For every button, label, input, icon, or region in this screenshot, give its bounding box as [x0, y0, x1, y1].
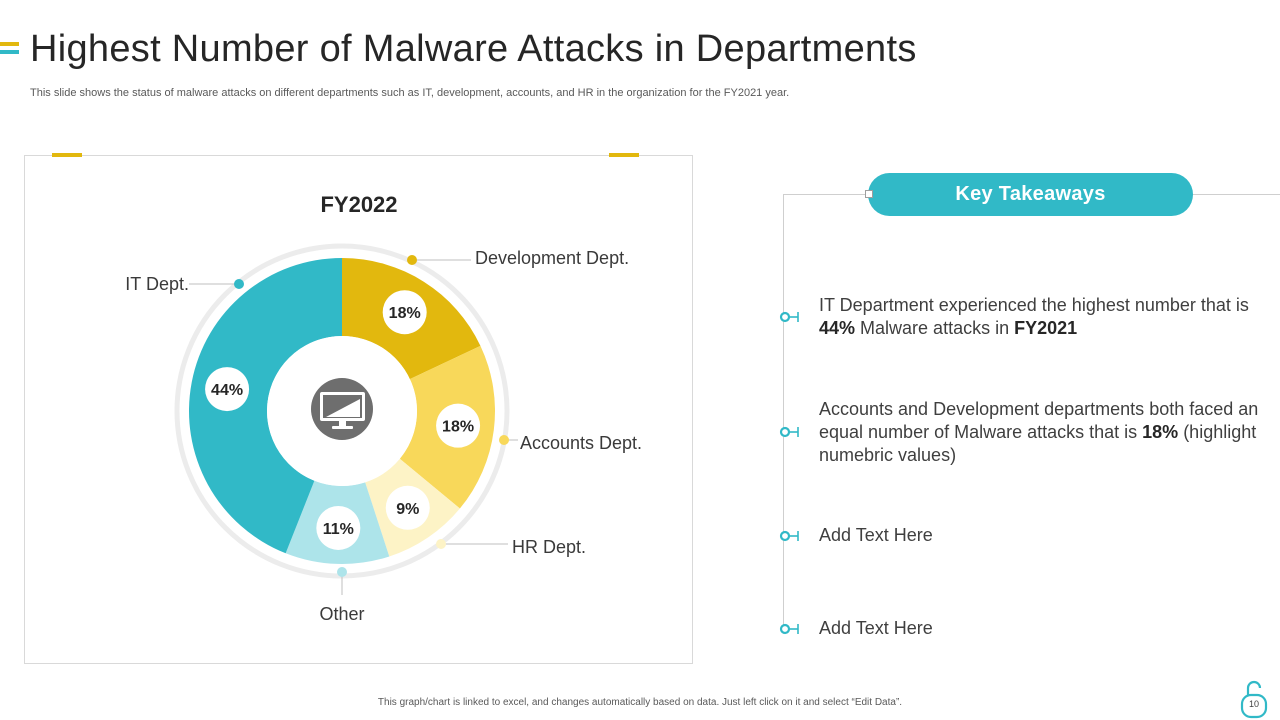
highlight-value: 44%: [819, 318, 856, 338]
timeline-node-icon: [779, 311, 799, 323]
takeaway-text: Accounts and Development departments bot…: [819, 399, 1259, 442]
category-label-development-dept: Development Dept.: [475, 248, 629, 268]
title-accent-bars: [0, 42, 19, 58]
leader-dot-accounts-dept: [499, 435, 509, 445]
category-label-it-dept: IT Dept.: [125, 274, 189, 294]
accent-bar-teal: [0, 50, 19, 54]
takeaway-text: IT Department experienced the highest nu…: [819, 295, 1249, 315]
timeline-node-icon: [779, 530, 799, 542]
category-label-accounts-dept: Accounts Dept.: [520, 433, 642, 453]
value-badge-development-dept: [382, 290, 427, 335]
slice-it-dept[interactable]: [188, 258, 342, 554]
accent-bar-yellow: [0, 42, 19, 46]
chart-title: FY2022: [320, 192, 397, 217]
donut-chart[interactable]: FY2022 18% Development Dept. 18% Accounts D…: [24, 155, 693, 664]
leader-dot-development-dept: [407, 255, 417, 265]
takeaway-text: Add Text Here: [819, 525, 933, 545]
takeaway-text: Malware attacks in: [855, 318, 1015, 338]
page-title: Highest Number of Malware Attacks in Dep…: [30, 28, 917, 70]
takeaway-text: (highlight numebric values): [819, 422, 1257, 465]
data-label-hr-dept: 9%: [396, 501, 419, 518]
data-label-development-dept: 18%: [389, 305, 421, 322]
leader-dot-hr-dept: [436, 539, 446, 549]
highlight-value: 18%: [1142, 422, 1179, 442]
timeline-node-icon: [779, 623, 799, 635]
leader-dot-it-dept: [234, 279, 244, 289]
frame-accent-right: [609, 153, 639, 157]
takeaway-item: IT Department experienced the highest nu…: [819, 294, 1259, 340]
timeline-node-icon: [779, 426, 799, 438]
takeaways-timeline-line: [783, 194, 784, 634]
frame-accent-left: [52, 153, 82, 157]
value-badge-accounts-dept: [436, 403, 481, 448]
takeaway-item: Add Text Here: [819, 617, 1259, 640]
key-takeaways-header: Key Takeaways: [868, 173, 1193, 216]
monitor-icon: [311, 378, 373, 440]
leader-dot-other: [337, 567, 347, 577]
data-label-accounts-dept: 18%: [442, 419, 474, 436]
footer-note: This graph/chart is linked to excel, and…: [377, 697, 903, 708]
chart-frame: [24, 155, 693, 664]
data-label-other: 11%: [323, 521, 354, 538]
category-label-other: Other: [319, 604, 364, 624]
data-label-it-dept: 44%: [211, 382, 243, 399]
takeaway-item: Accounts and Development departments bot…: [819, 398, 1259, 467]
category-label-hr-dept: HR Dept.: [512, 537, 586, 557]
value-badge-other: [316, 505, 361, 550]
takeaway-item: Add Text Here: [819, 524, 1259, 547]
page-number: 10: [1249, 699, 1260, 709]
highlight-value: FY2021: [1014, 318, 1078, 338]
page-subtitle: This slide shows the status of malware a…: [30, 87, 790, 99]
lock-icon: [1240, 680, 1268, 719]
value-badge-hr-dept: [385, 485, 430, 530]
header-connector-icon: [865, 190, 873, 198]
value-badge-it-dept: [205, 367, 250, 412]
takeaway-text: Add Text Here: [819, 618, 933, 638]
